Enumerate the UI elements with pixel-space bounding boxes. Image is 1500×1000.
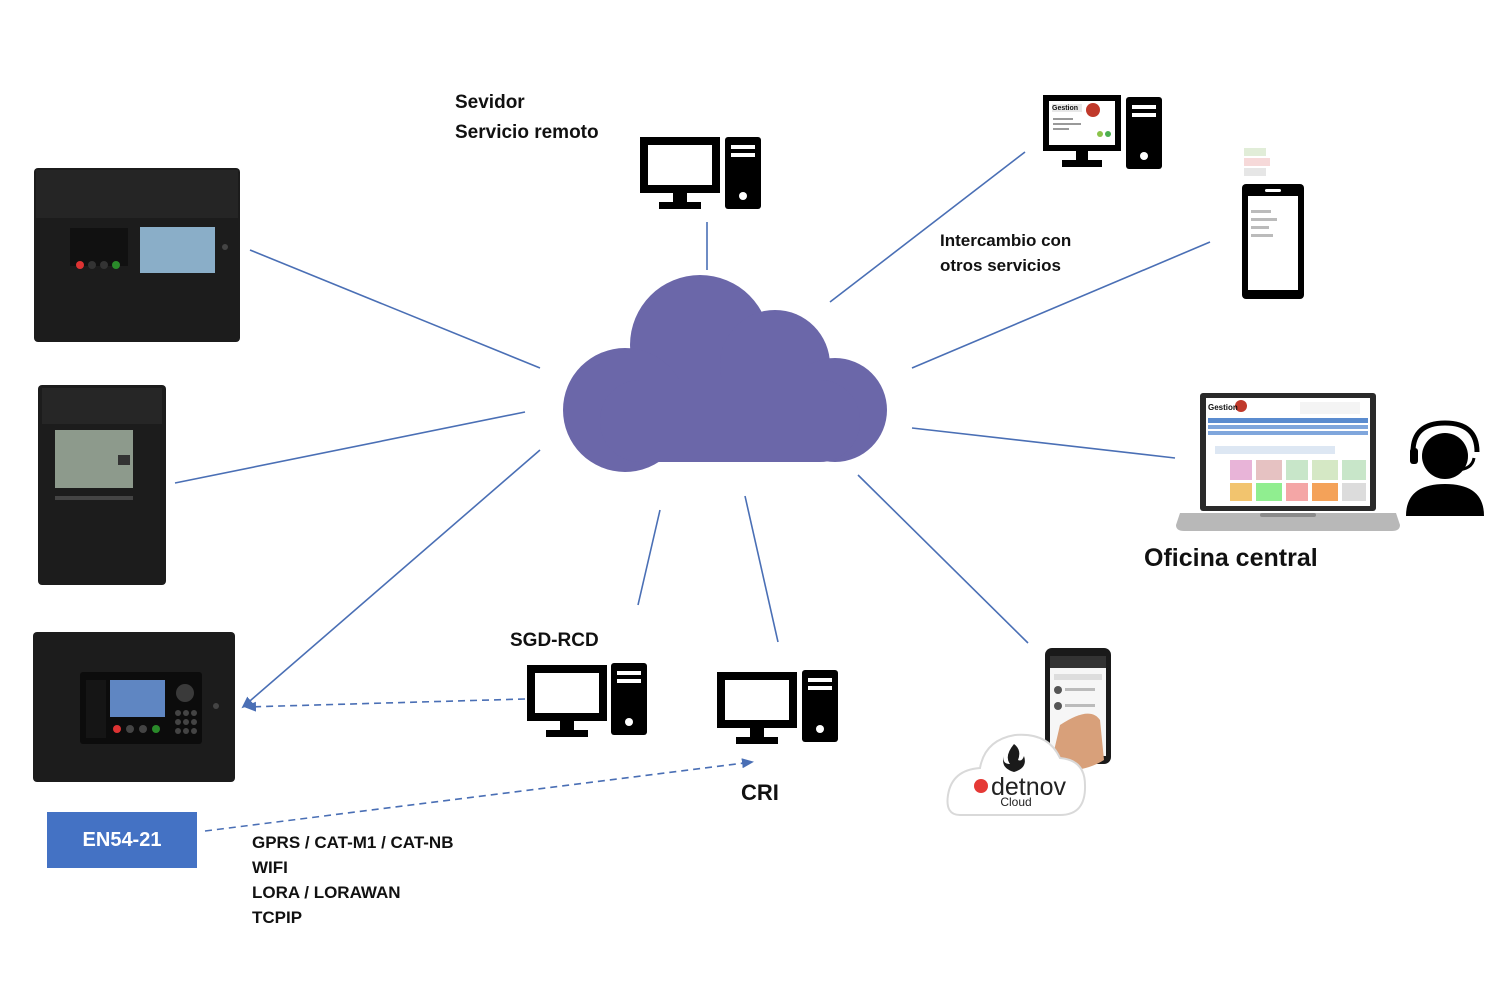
sgd-rcd-desktop-icon	[527, 663, 647, 737]
gestion-logo-laptop: Gestion	[1208, 403, 1238, 412]
detnov-brand-text: detnov	[991, 773, 1067, 801]
connector-lines	[174, 151, 1211, 709]
central-office-label: Oficina central	[1144, 544, 1318, 572]
protocol-list: GPRS / CAT-M1 / CAT-NB WIFI LORA / LORAW…	[252, 830, 454, 930]
cloud-icon	[563, 275, 887, 472]
exchange-label-line2: otros servicios	[940, 256, 1061, 275]
detnov-app-phone-icon	[1045, 648, 1111, 771]
gestion-logo-small: Gestion	[1052, 105, 1078, 112]
protocol-item: WIFI	[252, 858, 288, 877]
server-label-line1: Sevidor	[455, 92, 525, 113]
server-label: Sevidor Servicio remoto	[455, 88, 599, 148]
cri-label: CRI	[741, 780, 779, 805]
exchange-label: Intercambio con otros servicios	[940, 228, 1071, 278]
exchange-label-line1: Intercambio con	[940, 231, 1072, 250]
arrow-en54-to-cri	[204, 758, 754, 832]
link-mobile-app	[911, 241, 1211, 369]
link-central-office	[911, 427, 1176, 459]
protocol-item: TCPIP	[252, 908, 303, 927]
smartphone-icon	[1242, 148, 1304, 299]
flame-icon	[1003, 744, 1025, 772]
fire-panel-2	[38, 385, 166, 585]
link-detnov-cloud	[857, 474, 1029, 644]
protocol-item: GPRS / CAT-M1 / CAT-NB	[252, 833, 454, 852]
dashed-arrows	[204, 698, 754, 832]
link-panel-2	[174, 411, 526, 484]
exchange-desktop-icon	[1043, 95, 1162, 169]
fire-panel-3	[33, 632, 235, 782]
server-label-line2: Servicio remoto	[455, 122, 599, 143]
protocol-item: LORA / LORAWAN	[252, 883, 401, 902]
link-exchange	[829, 151, 1026, 303]
sgd-rcd-label: SGD-RCD	[510, 630, 599, 651]
link-cri	[744, 495, 779, 643]
link-panel-1	[249, 249, 541, 369]
detnov-cloud-logo: detnov Cloud	[946, 733, 1087, 816]
operator-headset-icon	[1406, 420, 1484, 516]
fire-panel-1	[34, 168, 240, 342]
en54-badge: EN54-21	[47, 812, 197, 868]
detnov-cloud-text: Cloud	[1000, 795, 1031, 809]
link-panel-3	[241, 449, 541, 709]
server-desktop-icon	[640, 137, 761, 209]
link-sgd-rcd	[637, 509, 661, 606]
cri-desktop-icon	[717, 670, 838, 744]
arrow-sgd-to-panel	[244, 698, 526, 712]
laptop-icon	[1176, 393, 1400, 531]
